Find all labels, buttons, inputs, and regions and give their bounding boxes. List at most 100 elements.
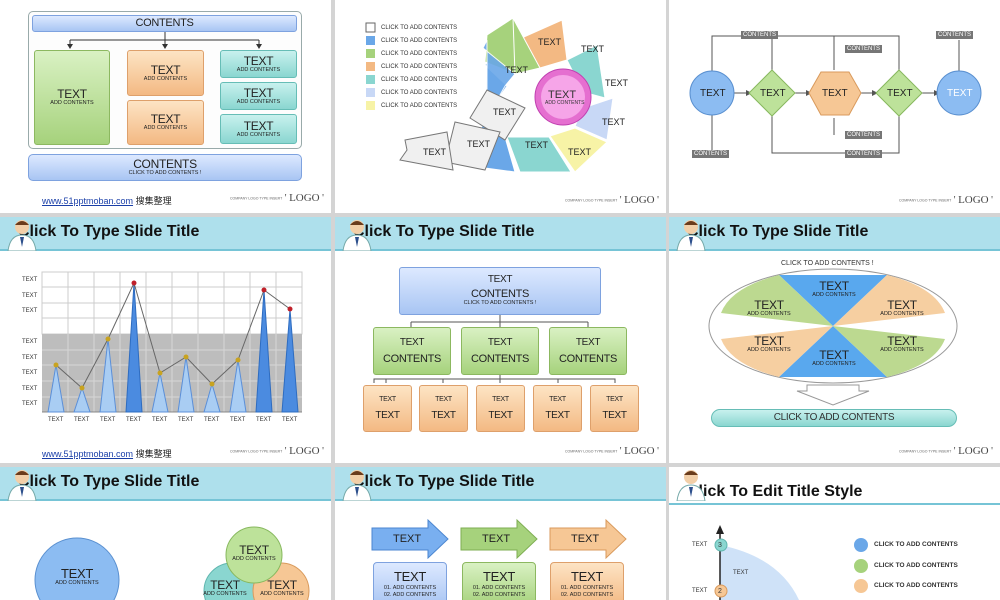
spiral-diagram	[365, 16, 614, 173]
title-bar: Click To Edit Title Style	[669, 467, 1000, 501]
title-bar: Click To Type Slide Title	[335, 217, 666, 251]
chart-area	[41, 271, 303, 413]
x-tick: TEXT	[100, 417, 116, 423]
slide-title[interactable]: Click To Type Slide Title	[687, 223, 869, 240]
seg-label: TEXT	[423, 147, 447, 157]
circles	[34, 526, 310, 600]
slide-thumbnail-3[interactable]: CONTENTS CONTENTS CONTENTS CONTENTS CONT…	[669, 0, 1000, 213]
legend-label-4: CLICK TO ADD CONTENTS	[381, 64, 458, 70]
legend-label-7: CLICK TO ADD CONTENTS	[381, 103, 458, 109]
y-tick: TEXT	[22, 355, 38, 361]
logo: COMPANY LOGO TYPE INSERT ' LOGO '	[899, 194, 993, 206]
arrows	[371, 518, 627, 560]
flow-label: CONTENTS	[845, 45, 882, 53]
slide-title[interactable]: Click To Type Slide Title	[353, 473, 535, 490]
flow-label: CONTENTS	[692, 150, 729, 158]
slide-title[interactable]: Click To Type Slide Title	[18, 223, 200, 240]
logo: COMPANY LOGO TYPE INSERT ' LOGO '	[565, 445, 659, 457]
connector-lines	[67, 32, 262, 49]
x-tick: TEXT	[230, 417, 246, 423]
person-icon	[676, 220, 706, 251]
slide-title[interactable]: Click To Type Slide Title	[18, 473, 200, 490]
slide-title[interactable]: Click To Type Slide Title	[353, 223, 535, 240]
flow-label: CONTENTS	[845, 150, 882, 158]
logo: COMPANY LOGO TYPE INSERT ' LOGO '	[565, 194, 659, 206]
x-tick: TEXT	[74, 417, 90, 423]
ellipse-diagram	[708, 268, 958, 406]
x-tick: TEXT	[256, 417, 272, 423]
slide-thumbnail-5[interactable]: Click To Type Slide Title TEXT CONTENTS …	[335, 217, 666, 463]
legend-item: CLICK TO ADD CONTENTS	[874, 582, 958, 589]
center-sub: ADD CONTENTS	[545, 100, 585, 106]
flow-diagram	[689, 35, 982, 154]
y-tick: TEXT	[22, 339, 38, 345]
slide-thumbnail-6[interactable]: Click To Type Slide Title CLICK TO ADD C…	[669, 217, 1000, 463]
person-icon	[7, 220, 37, 251]
click-add-button[interactable]: CLICK TO ADD CONTENTS	[711, 409, 957, 427]
seg-label: TEXT	[581, 44, 605, 54]
arrow-label: TEXT	[571, 533, 600, 545]
seg-label: TEXT	[568, 147, 592, 157]
flow-label: CONTENTS	[936, 31, 973, 39]
x-tick: TEXT	[152, 417, 168, 423]
node-text: TEXT	[700, 88, 726, 99]
legend-item: CLICK TO ADD CONTENTS	[874, 562, 958, 569]
title-bar: Click To Type Slide Title	[335, 467, 666, 501]
seg-label: TEXT	[605, 78, 629, 88]
legend-item: CLICK TO ADD CONTENTS	[874, 541, 958, 548]
flow-label: CONTENTS	[845, 131, 882, 139]
axis-diagram	[714, 525, 868, 600]
y-tick: TEXT	[22, 386, 38, 392]
title-bar: Click To Type Slide Title	[0, 467, 331, 501]
y-tick: TEXT	[22, 370, 38, 376]
axis-num: 2	[718, 588, 722, 595]
logo: COMPANY LOGO TYPE INSERT ' LOGO '	[230, 445, 324, 457]
slide-thumbnail-8[interactable]: Click To Type Slide Title TEXT TEXT TEXT…	[335, 467, 666, 600]
y-tick: TEXT	[22, 308, 38, 314]
site-link[interactable]: www.51pptmoban.com 搜集整理	[42, 449, 172, 459]
arrow-label: TEXT	[393, 533, 422, 545]
slide-thumbnail-9[interactable]: Click To Edit Title Style TEXT TEXT 3 2 …	[669, 467, 1000, 600]
node-text: TEXT	[760, 88, 786, 99]
slide-title[interactable]: Click To Edit Title Style	[687, 483, 863, 500]
seg-label: TEXT	[493, 107, 517, 117]
ellipse-top-text: CLICK TO ADD CONTENTS !	[781, 260, 874, 267]
axis-label: TEXT	[692, 588, 708, 594]
y-tick: TEXT	[22, 277, 38, 283]
seg-label: TEXT	[467, 139, 491, 149]
logo: COMPANY LOGO TYPE INSERT ' LOGO '	[230, 192, 324, 204]
person-icon	[676, 470, 706, 501]
top-box: CONTENTS	[32, 15, 297, 32]
x-tick: TEXT	[126, 417, 142, 423]
center-text: TEXT	[548, 89, 577, 101]
seg-label: TEXT	[525, 140, 549, 150]
legend-label-3: CLICK TO ADD CONTENTS	[381, 51, 458, 57]
x-tick: TEXT	[48, 417, 64, 423]
site-link[interactable]: www.51pptmoban.com 搜集整理	[42, 196, 172, 206]
axis-num: 3	[718, 542, 722, 549]
slide-thumbnail-2[interactable]: CLICK TO ADD CONTENTS CLICK TO ADD CONTE…	[335, 0, 666, 213]
slide-thumbnail-4[interactable]: Click To Type Slide Title TEXT TEXT TEXT…	[0, 217, 331, 463]
